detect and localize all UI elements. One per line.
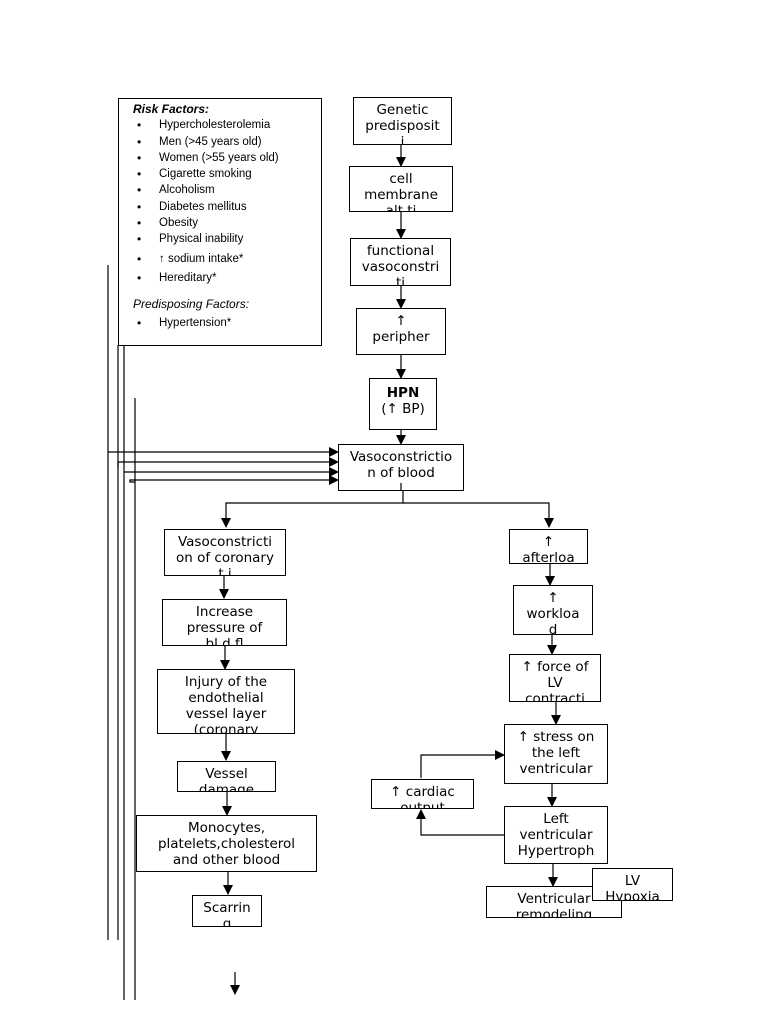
box-text: functional — [366, 243, 435, 259]
box-text: damage — [198, 782, 255, 792]
box-text: (coronary — [193, 722, 259, 734]
lv-force-box: ↑ force of LV contracti — [509, 654, 601, 702]
box-text: Hypoxia — [605, 889, 660, 901]
box-text: t i — [218, 566, 232, 576]
risk-factor-item: Cigarette smoking — [133, 166, 315, 183]
box-text: Vasoconstricti — [177, 534, 273, 550]
risk-factors-heading: Risk Factors: — [133, 102, 210, 116]
box-text: cell — [389, 171, 413, 187]
box-text: bl d fl — [205, 636, 244, 646]
risk-factor-item: Hereditary* — [133, 270, 315, 287]
vessel-damage-box: Vessel damage — [177, 761, 276, 792]
box-text: alt ti — [385, 203, 417, 212]
box-text: Ventricular — [517, 891, 591, 907]
box-text: l — [399, 481, 403, 491]
box-text: Scarrin — [203, 900, 251, 916]
box-text: n of blood — [367, 465, 435, 481]
predisposing-factors-heading: Predisposing Factors: — [133, 297, 250, 312]
box-text: Injury of the — [184, 674, 268, 690]
box-text: ↑ — [542, 534, 555, 550]
box-text: Vessel — [205, 766, 248, 782]
risk-factor-item: Women (>55 years old) — [133, 150, 315, 167]
hpn-box: HPN (↑ BP) — [369, 378, 437, 430]
box-text: (↑ BP) — [381, 401, 425, 417]
risk-factor-item: Physical inability — [133, 231, 315, 248]
box-text: predisposit — [365, 118, 440, 134]
box-text: LV — [624, 873, 641, 889]
box-text: i — [400, 134, 405, 145]
box-text: Monocytes, — [187, 820, 266, 836]
monocytes-platelets-box: Monocytes, platelets,cholesterol and oth… — [136, 815, 317, 872]
box-text: ↑ — [547, 590, 559, 606]
lv-hypertrophy-box: Left ventricular Hypertroph — [504, 806, 608, 864]
genetic-predisposition-box: Genetic predisposit i — [353, 97, 452, 145]
box-text: endothelial — [188, 690, 264, 706]
box-title: HPN — [386, 385, 420, 401]
box-text: ↑ stress on — [517, 729, 595, 745]
predisposing-factors-list: Hypertension* — [133, 315, 315, 332]
lv-hypoxia-box: LV Hypoxia — [592, 868, 673, 901]
box-text: vasoconstri — [361, 259, 440, 275]
box-text: Vasoconstrictio — [349, 449, 453, 465]
coronary-vasoconstriction-box: Vasoconstricti on of coronary t i — [164, 529, 286, 576]
scarring-box: Scarrin g — [192, 895, 262, 927]
box-text: Left — [543, 811, 569, 827]
box-text: g — [222, 916, 232, 927]
box-text: platelets,cholesterol — [157, 836, 296, 852]
box-text: membrane — [364, 187, 438, 203]
peripheral-resistance-box: ↑ peripher — [356, 308, 446, 355]
functional-vasoconstriction-box: functional vasoconstri ti — [350, 238, 451, 286]
risk-factor-item: Diabetes mellitus — [133, 199, 315, 216]
cardiac-output-box: ↑ cardiac output — [371, 779, 474, 809]
box-text: on of coronary — [176, 550, 274, 566]
box-text: afterloa — [522, 550, 575, 564]
cell-membrane-box: cell membrane alt ti — [349, 166, 453, 212]
box-text: LV — [547, 675, 563, 691]
risk-factor-item: Obesity — [133, 215, 315, 232]
afterload-box: ↑ afterloa — [509, 529, 588, 564]
box-text: vessel layer — [185, 706, 267, 722]
lv-stress-box: ↑ stress on the left ventricular — [504, 724, 608, 784]
risk-factor-item: ↑ sodium intake* — [133, 251, 315, 268]
box-text: pressure of — [186, 620, 263, 636]
workload-box: ↑ workloa d — [513, 585, 593, 635]
box-text: remodeling — [515, 907, 593, 918]
box-text: peripher — [372, 329, 430, 345]
box-text: ↑ — [395, 313, 407, 329]
risk-factors-panel: Risk Factors: Hypercholesterolemia Men (… — [118, 98, 322, 346]
box-text: output — [400, 800, 445, 809]
vasoconstriction-blood-vessels-box: Vasoconstrictio n of blood l — [338, 444, 464, 491]
box-text: workloa — [526, 606, 580, 622]
box-text: the left — [531, 745, 581, 761]
box-text: ↑ cardiac — [390, 784, 455, 800]
predisposing-factor-item: Hypertension* — [133, 315, 315, 332]
box-text: ventricular — [519, 827, 593, 843]
box-text: ventricular — [519, 761, 593, 777]
box-text: Genetic — [376, 102, 429, 118]
box-text: Increase — [195, 604, 254, 620]
box-text: and other blood — [172, 852, 281, 868]
endothelial-injury-box: Injury of the endothelial vessel layer (… — [157, 669, 295, 734]
box-text: contracti — [525, 691, 585, 702]
box-text: ↑ force of — [521, 659, 589, 675]
risk-factors-list: Hypercholesterolemia Men (>45 years old)… — [133, 117, 315, 286]
risk-factor-item: Alcoholism — [133, 182, 315, 199]
risk-factor-item: Men (>45 years old) — [133, 134, 315, 151]
risk-factor-item: Hypercholesterolemia — [133, 117, 315, 134]
box-text: d — [548, 622, 558, 635]
box-text: Hypertroph — [517, 843, 595, 859]
box-text: ti — [395, 275, 406, 286]
increase-pressure-box: Increase pressure of bl d fl — [162, 599, 287, 646]
